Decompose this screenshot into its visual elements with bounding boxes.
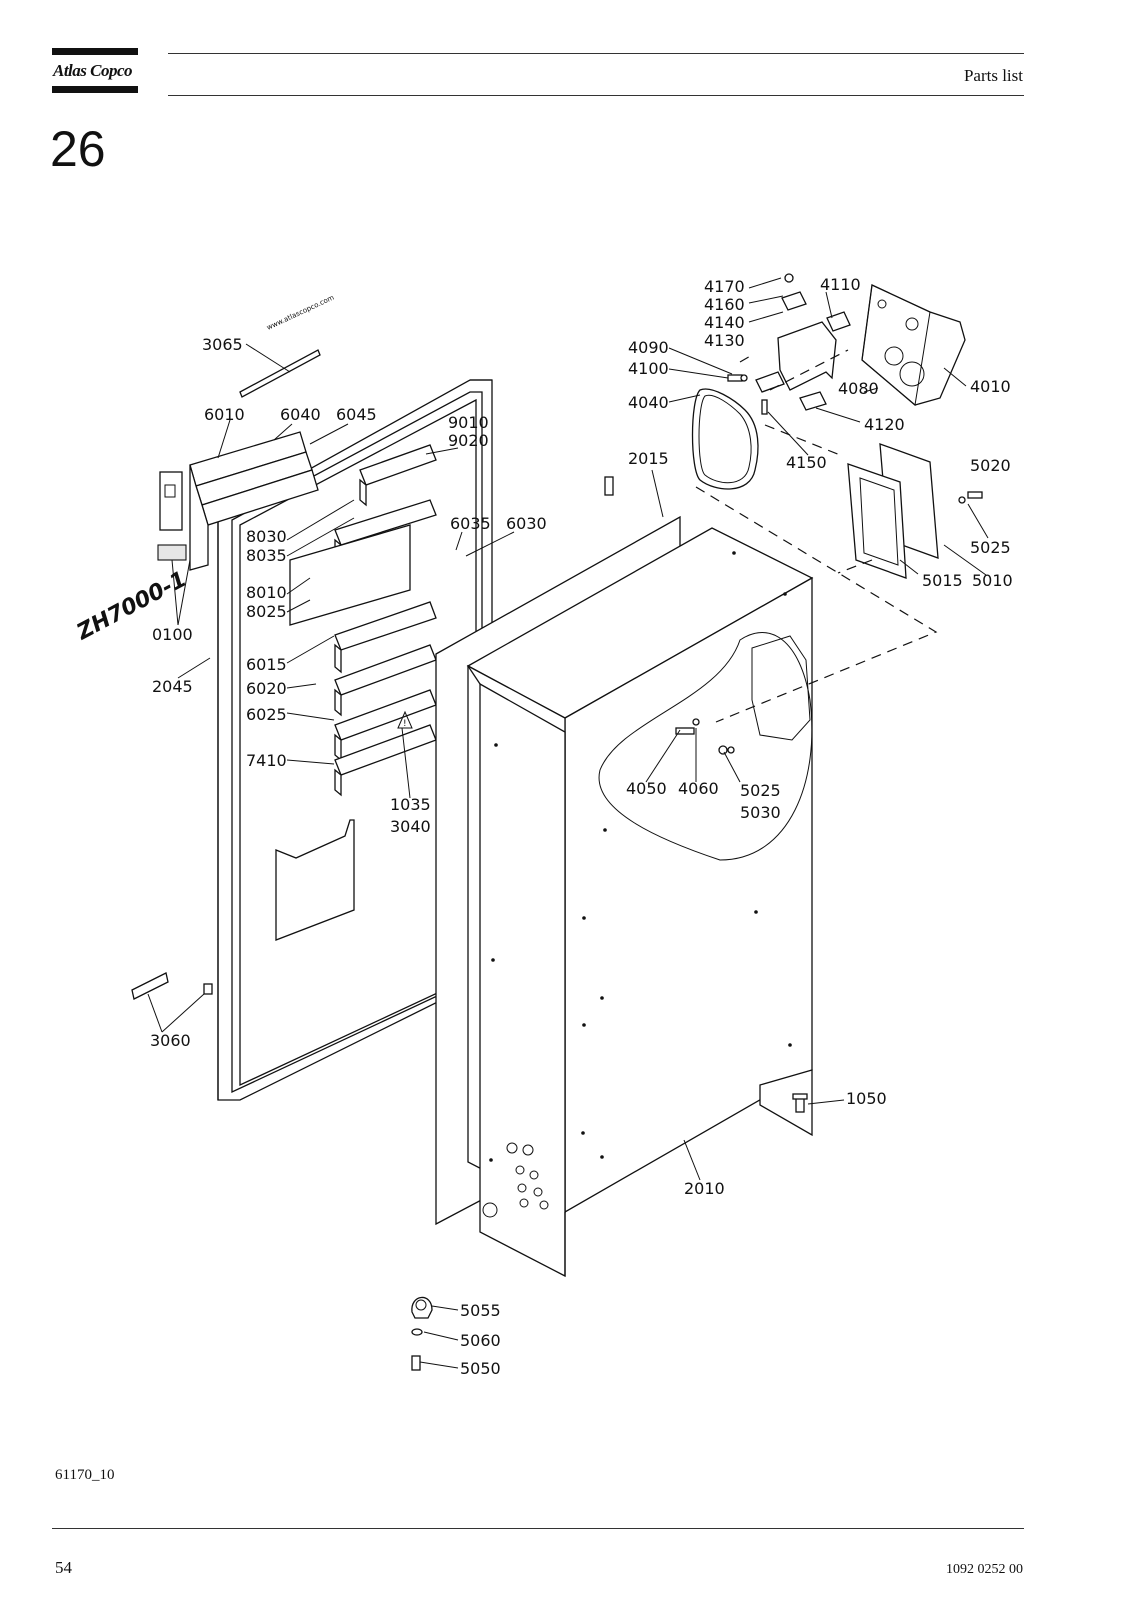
callout-2010: 2010 bbox=[684, 1179, 725, 1198]
page-number: 54 bbox=[55, 1558, 72, 1577]
callout-8010: 8010 bbox=[246, 583, 287, 602]
callout-4040: 4040 bbox=[628, 393, 669, 412]
callout-4170: 4170 bbox=[704, 277, 745, 296]
callout-6015: 6015 bbox=[246, 655, 287, 674]
label-strip-3065: www.atlascopco.com bbox=[239, 293, 336, 398]
callout-4160: 4160 bbox=[704, 295, 745, 314]
callout-6030: 6030 bbox=[506, 514, 547, 533]
figure-id: 61170_10 bbox=[55, 1467, 115, 1483]
section-title: Parts list bbox=[963, 66, 1023, 85]
callout-4140: 4140 bbox=[704, 313, 745, 332]
callout-0100: 0100 bbox=[152, 625, 193, 644]
header-rule-top bbox=[168, 53, 1024, 54]
callout-1050: 1050 bbox=[846, 1089, 887, 1108]
callout-5025-top: 5025 bbox=[970, 538, 1011, 557]
callout-labels: 4170 4160 4140 4130 4110 4090 4100 4080 … bbox=[150, 275, 1013, 1378]
callout-3065: 3065 bbox=[202, 335, 243, 354]
callout-4010: 4010 bbox=[970, 377, 1011, 396]
labels-3060 bbox=[131, 972, 213, 1000]
callout-2015: 2015 bbox=[628, 449, 669, 468]
callout-5030: 5030 bbox=[740, 803, 781, 822]
gland-bracket bbox=[755, 273, 851, 411]
gland-screws bbox=[727, 374, 768, 415]
callout-3060: 3060 bbox=[150, 1031, 191, 1050]
cabinet-body bbox=[466, 527, 814, 1278]
footer-rule bbox=[52, 1528, 1024, 1529]
callout-8030: 8030 bbox=[246, 527, 287, 546]
callout-4100: 4100 bbox=[628, 359, 669, 378]
callout-4060: 4060 bbox=[678, 779, 719, 798]
callout-5025-mid: 5025 bbox=[740, 781, 781, 800]
callout-8035: 8035 bbox=[246, 546, 287, 565]
earth-screws bbox=[675, 718, 735, 755]
callout-4130: 4130 bbox=[704, 331, 745, 350]
callout-3040: 3040 bbox=[390, 817, 431, 836]
screw-5020 bbox=[958, 491, 983, 504]
connector-2015 bbox=[604, 476, 614, 496]
callout-7410: 7410 bbox=[246, 751, 287, 770]
document-pocket bbox=[275, 819, 355, 941]
callout-5060: 5060 bbox=[460, 1331, 501, 1350]
logo-bottom-bar bbox=[52, 86, 138, 93]
gasket-4040 bbox=[691, 388, 759, 490]
display-module bbox=[157, 431, 319, 571]
document-number: 1092 0252 00 bbox=[946, 1562, 1023, 1577]
cable-entry-housing bbox=[861, 284, 966, 406]
cover-plate-5010 bbox=[847, 443, 939, 579]
callout-5050: 5050 bbox=[460, 1359, 501, 1378]
logo-wordmark: Atlas Copco bbox=[53, 61, 133, 80]
callout-2045: 2045 bbox=[152, 677, 193, 696]
callout-4090: 4090 bbox=[628, 338, 669, 357]
leader-lines bbox=[147, 277, 989, 1369]
cable-clamp-assembly bbox=[411, 1296, 433, 1371]
din-rail-components: ! bbox=[289, 444, 437, 797]
callout-6040: 6040 bbox=[280, 405, 321, 424]
callout-4150: 4150 bbox=[786, 453, 827, 472]
bolt-1050 bbox=[792, 1093, 808, 1113]
callout-4080: 4080 bbox=[838, 379, 879, 398]
mounting-holes bbox=[489, 551, 792, 1162]
callout-9020: 9020 bbox=[448, 431, 489, 450]
callout-5015: 5015 bbox=[922, 571, 963, 590]
atlas-copco-logo: Atlas Copco bbox=[52, 48, 138, 94]
callout-6035: 6035 bbox=[450, 514, 491, 533]
callout-5055: 5055 bbox=[460, 1301, 501, 1320]
assembly-dashed-lines bbox=[695, 349, 938, 723]
callout-4110: 4110 bbox=[820, 275, 861, 294]
callout-6020: 6020 bbox=[246, 679, 287, 698]
callout-6025: 6025 bbox=[246, 705, 287, 724]
callout-4120: 4120 bbox=[864, 415, 905, 434]
callout-6010: 6010 bbox=[204, 405, 245, 424]
callout-1035: 1035 bbox=[390, 795, 431, 814]
callout-9010: 9010 bbox=[448, 413, 489, 432]
chapter-number: 26 bbox=[50, 121, 106, 177]
header-rule-bottom bbox=[168, 95, 1024, 96]
web-address-label: www.atlascopco.com bbox=[265, 293, 335, 331]
logo-top-bar bbox=[52, 48, 138, 55]
callout-5010: 5010 bbox=[972, 571, 1013, 590]
callout-6045: 6045 bbox=[336, 405, 377, 424]
callout-4050: 4050 bbox=[626, 779, 667, 798]
callout-8025: 8025 bbox=[246, 602, 287, 621]
callout-5020: 5020 bbox=[970, 456, 1011, 475]
svg-text:!: ! bbox=[403, 719, 407, 729]
